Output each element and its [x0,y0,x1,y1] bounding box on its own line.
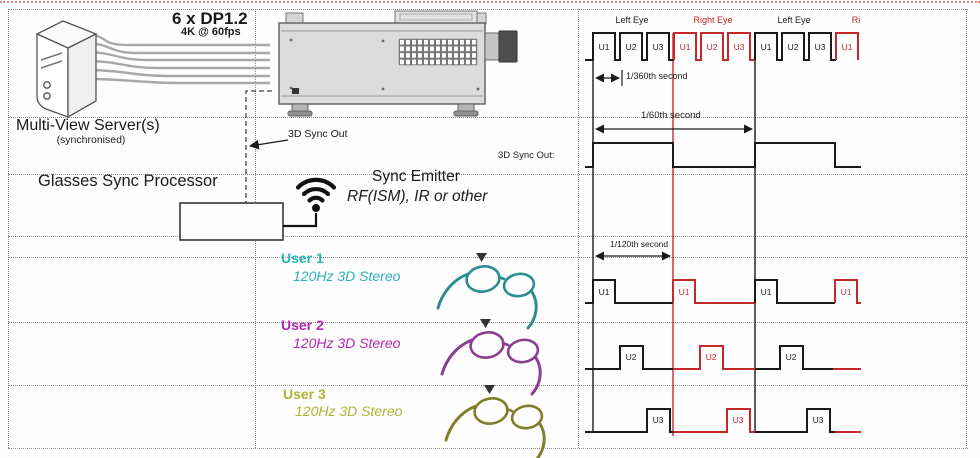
sync-processor-box [179,202,284,241]
sync-processor-label: Glasses Sync Processor [38,172,218,190]
user3-waveform [585,408,861,433]
user2-pulse-label: U2 [625,352,637,362]
user3-pulse-label: U3 [652,415,664,425]
wifi-icon [283,177,337,228]
sync-out-label: 3D Sync Out [288,128,348,140]
eye-label-3: Left Eye [777,15,811,25]
grid-h-3 [8,236,968,237]
slot-label: U1 [679,42,691,52]
user1-pulse-label: U1 [678,287,690,297]
glasses-user1 [436,251,538,330]
user1-pulse-label: U1 [760,287,772,297]
grid-v-right [966,9,967,448]
user3-pulse-label: U3 [732,415,744,425]
sync-emitter-title: Sync Emitter [372,168,460,185]
slot-label: U2 [787,42,799,52]
displayport-cables [79,32,270,85]
annotation-eye-frame: 1/120th second [610,239,669,249]
slot-label: U1 [760,42,772,52]
slot-label: U2 [706,42,718,52]
cable-sublabel: 4K @ 60fps [181,26,241,38]
sync-emitter-subtitle: RF(ISM), IR or other [347,188,488,205]
projector-lens [484,32,500,61]
grid-v-left [8,9,9,448]
sync-cable-dashed [245,90,272,203]
cable-label: 6 x DP1.2 [172,9,248,28]
user2-mode: 120Hz 3D Stereo [293,335,401,351]
eye-label-4: Ri [851,15,861,25]
user1-pulse-label: U1 [598,287,610,297]
user2-waveform [585,345,861,370]
glasses-user3 [444,383,546,458]
user1-name: User 1 [281,250,324,266]
user3-mode: 120Hz 3D Stereo [295,403,403,419]
user2-name: User 2 [281,317,324,333]
user1-waveform [585,279,861,304]
eye-label-2: Right Eye [693,15,733,25]
server-tower [35,20,98,119]
sync-out-waveform [585,142,861,168]
slot-label: U3 [733,42,745,52]
user1-pulse-label: U1 [840,287,852,297]
server-title: Multi-View Server(s) [16,117,160,134]
sync-out-pointer-arrow [249,139,289,150]
grid-h-1 [8,117,968,118]
user3-pulse-label: U3 [812,415,824,425]
slot-label: U3 [652,42,664,52]
server-subtitle: (synchronised) [56,134,126,146]
top-red-divider [0,1,980,3]
grid-h-top [8,9,968,10]
frame-slot-waveform [585,32,859,61]
eye-label-1: Left Eye [615,15,649,25]
grid-h-2 [8,174,968,175]
grid-h-bottom [8,448,968,449]
sync-waveform-label: 3D Sync Out: [498,150,555,161]
user2-pulse-label: U2 [705,352,717,362]
annotation-frame-pair: 1/60th second [641,110,701,121]
user1-mode: 120Hz 3D Stereo [293,268,401,284]
vent-grid [398,38,478,66]
glasses-user2 [440,317,542,396]
user3-name: User 3 [283,386,326,402]
slot-label: U1 [598,42,610,52]
grid-h-4 [8,257,968,258]
grid-v-2 [578,9,579,448]
projector [278,10,518,117]
slot-label: U1 [841,42,853,52]
slot-label: U2 [625,42,637,52]
annotation-slot: 1/360th second [626,71,688,81]
slot-label: U3 [814,42,826,52]
user2-pulse-label: U2 [785,352,797,362]
